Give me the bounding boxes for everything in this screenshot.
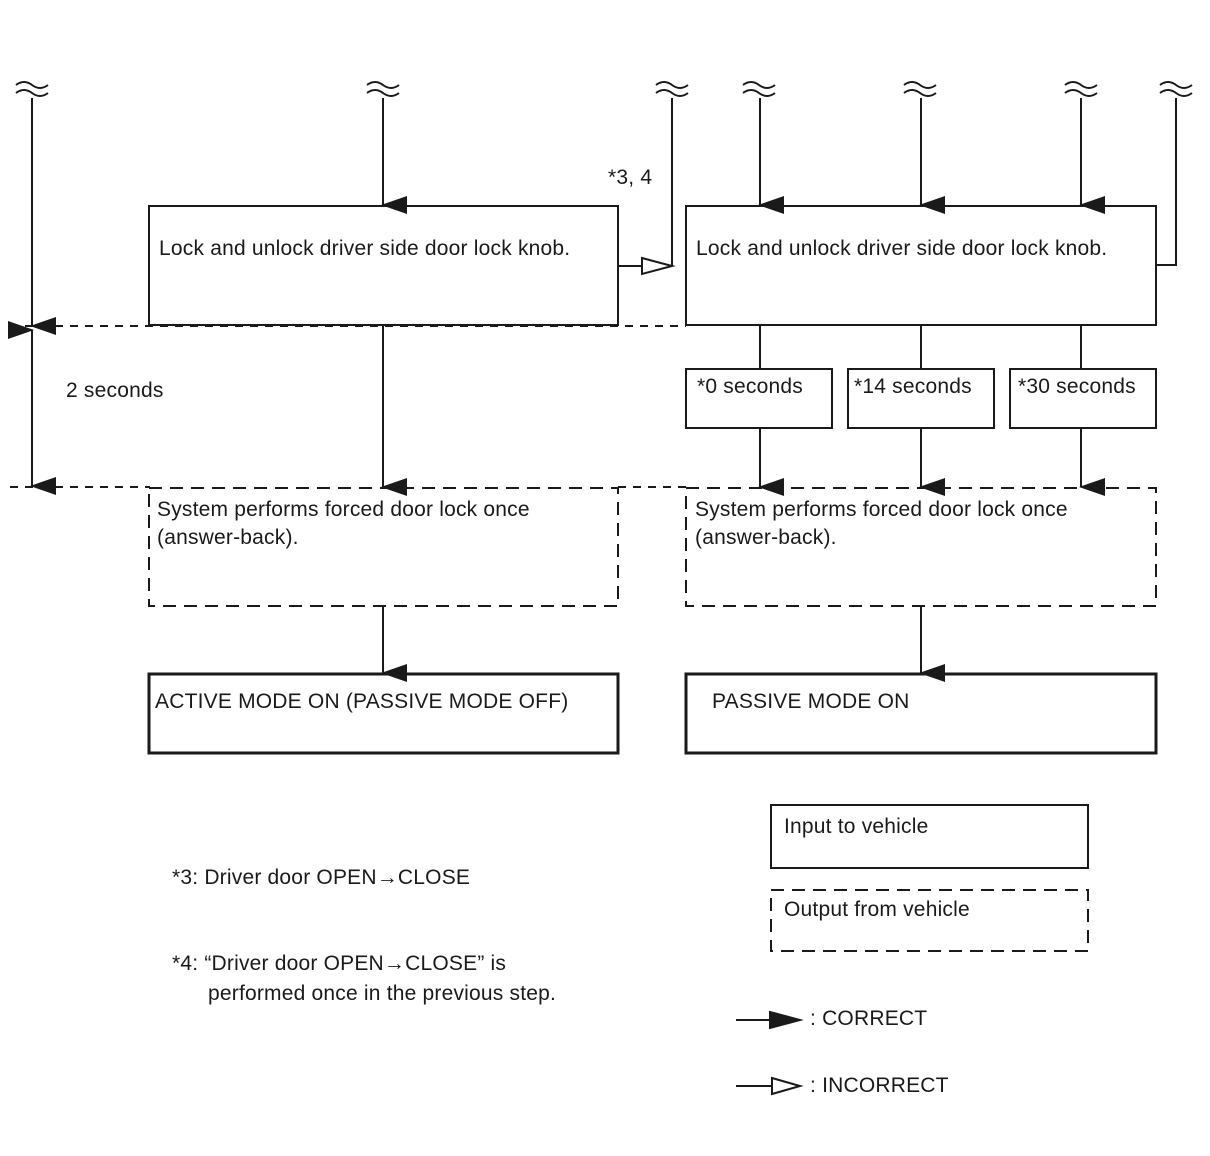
left-output-label-1: System performs forced door lock once (157, 498, 530, 521)
timer-label-0: *0 seconds (697, 375, 803, 398)
break-mark (366, 81, 400, 97)
left-result-box (147, 672, 620, 755)
timer-box-30 (1009, 368, 1157, 429)
incorrect-branch-label: *3, 4 (608, 166, 653, 189)
incorrect-arrowhead (641, 256, 676, 276)
break-mark (742, 81, 776, 97)
break-mark (15, 81, 49, 97)
loop-back-line (1156, 98, 1177, 266)
left-input-label: Lock and unlock driver side door lock kn… (159, 237, 571, 260)
right-input-label: Lock and unlock driver side door lock kn… (696, 237, 1108, 260)
legend-input-box (770, 804, 1089, 869)
break-mark (1064, 81, 1098, 97)
legend-incorrect-label: : INCORRECT (810, 1074, 949, 1097)
left-output-label-2: (answer-back). (157, 526, 299, 549)
legend-incorrect-arrowhead (771, 1076, 804, 1096)
legend-correct-label: : CORRECT (810, 1007, 928, 1030)
left-result-label: ACTIVE MODE ON (PASSIVE MODE OFF) (155, 690, 569, 713)
timer-label-14: *14 seconds (854, 375, 972, 398)
right-result-box (684, 672, 1158, 755)
note-3: *3: Driver door OPEN→CLOSE (172, 866, 471, 889)
right-output-label-1: System performs forced door lock once (695, 498, 1068, 521)
break-mark (903, 81, 937, 97)
timer-label-30: *30 seconds (1018, 375, 1136, 398)
right-result-label: PASSIVE MODE ON (712, 690, 910, 713)
legend-output-box (770, 889, 1089, 952)
legend-output-label: Output from vehicle (784, 898, 970, 921)
left-input-box (148, 205, 619, 326)
break-mark (655, 81, 689, 97)
break-mark (1159, 81, 1193, 97)
legend-input-label: Input to vehicle (784, 815, 929, 838)
note-4-line-2: performed once in the previous step. (208, 982, 557, 1005)
legend-correct-arrowhead (769, 1010, 804, 1030)
right-output-label-2: (answer-back). (695, 526, 837, 549)
two-seconds-label: 2 seconds (66, 379, 164, 402)
note-4-line-1: *4: “Driver door OPEN→CLOSE” is (172, 952, 507, 975)
right-input-box (685, 205, 1157, 326)
